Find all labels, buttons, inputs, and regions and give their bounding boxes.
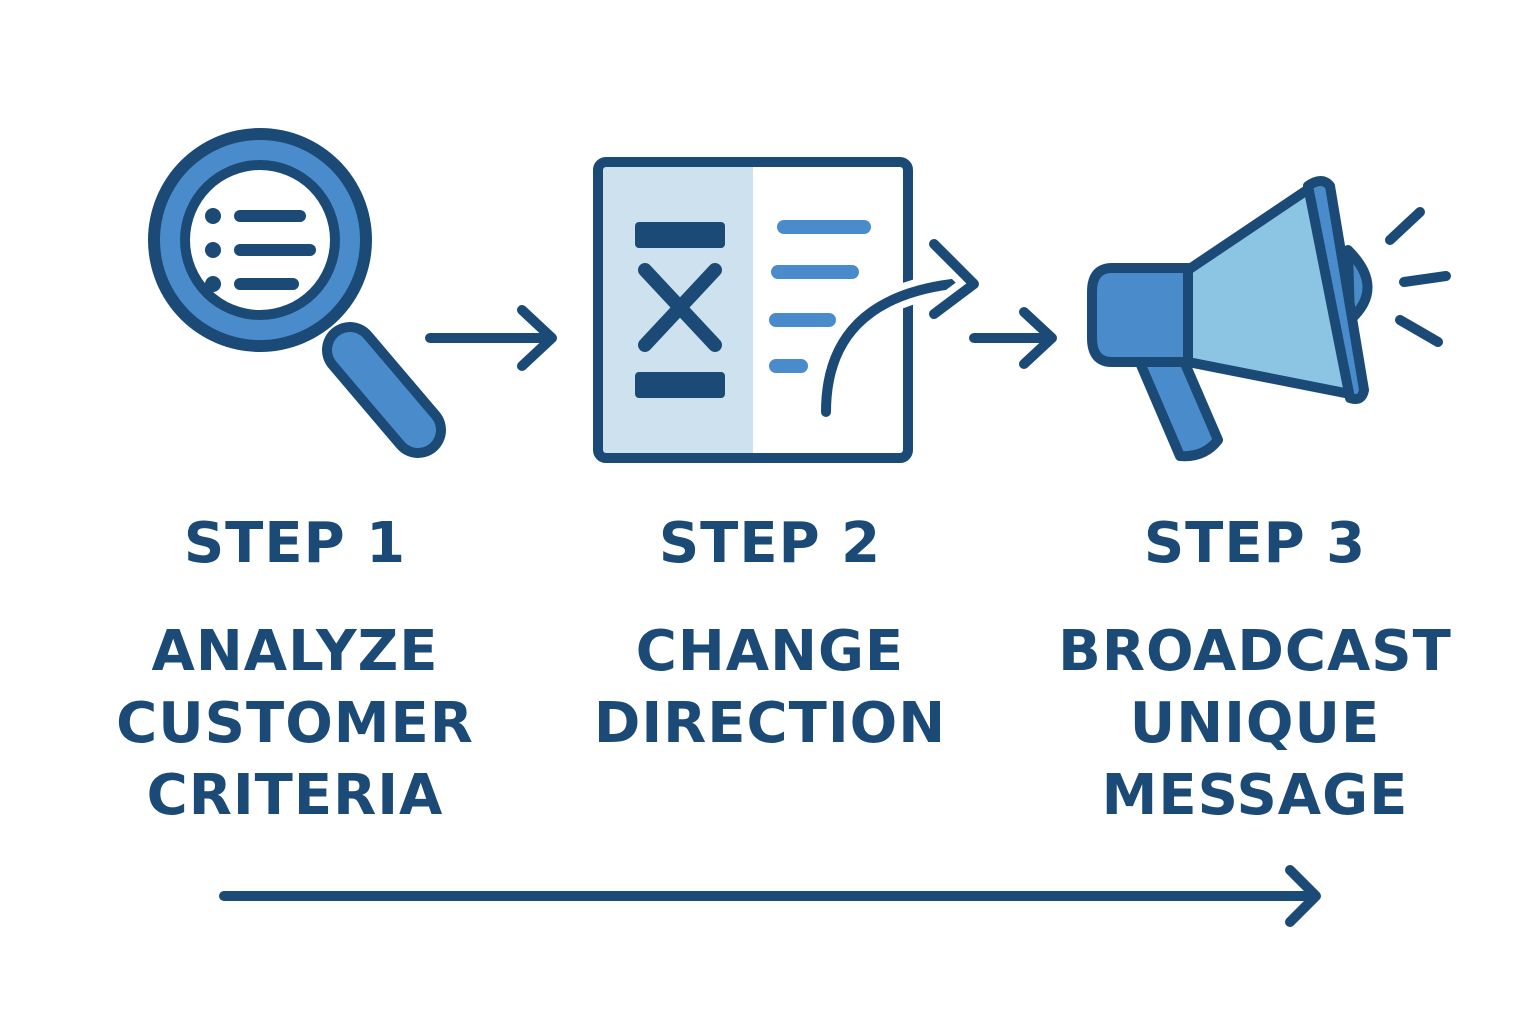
step-1-title: ANALYZE CUSTOMER CRITERIA — [110, 616, 480, 832]
document-change-direction-icon — [593, 157, 986, 463]
step-1-title-line: CRITERIA — [146, 763, 444, 828]
step-1-text: STEP 1 ANALYZE CUSTOMER CRITERIA — [110, 514, 480, 832]
step-3-text: STEP 3 BROADCAST UNIQUE MESSAGE — [1050, 514, 1460, 832]
step-1-label: STEP 1 — [183, 511, 407, 576]
step-3-title: BROADCAST UNIQUE MESSAGE — [1050, 616, 1460, 832]
megaphone-icon — [1087, 176, 1451, 462]
step-2-title-line: CHANGE — [635, 619, 905, 684]
step-2-text: STEP 2 CHANGE DIRECTION — [585, 514, 955, 760]
step-2-label: STEP 2 — [658, 511, 882, 576]
step-3-label: STEP 3 — [1143, 511, 1367, 576]
timeline-arrow-icon — [219, 865, 1321, 927]
arrow-right-icon — [969, 307, 1057, 369]
step-3-title-line: UNIQUE — [1129, 691, 1381, 756]
step-3-title-line: BROADCAST — [1058, 619, 1452, 684]
step-1-title-line: CUSTOMER — [116, 691, 474, 756]
step-2-title-line: DIRECTION — [593, 691, 947, 756]
step-1-title-line: ANALYZE — [151, 619, 439, 684]
magnifying-glass-list-icon — [148, 128, 446, 458]
step-2-title: CHANGE DIRECTION — [585, 616, 955, 760]
arrow-right-icon — [425, 305, 557, 371]
step-3-title-line: MESSAGE — [1101, 763, 1409, 828]
